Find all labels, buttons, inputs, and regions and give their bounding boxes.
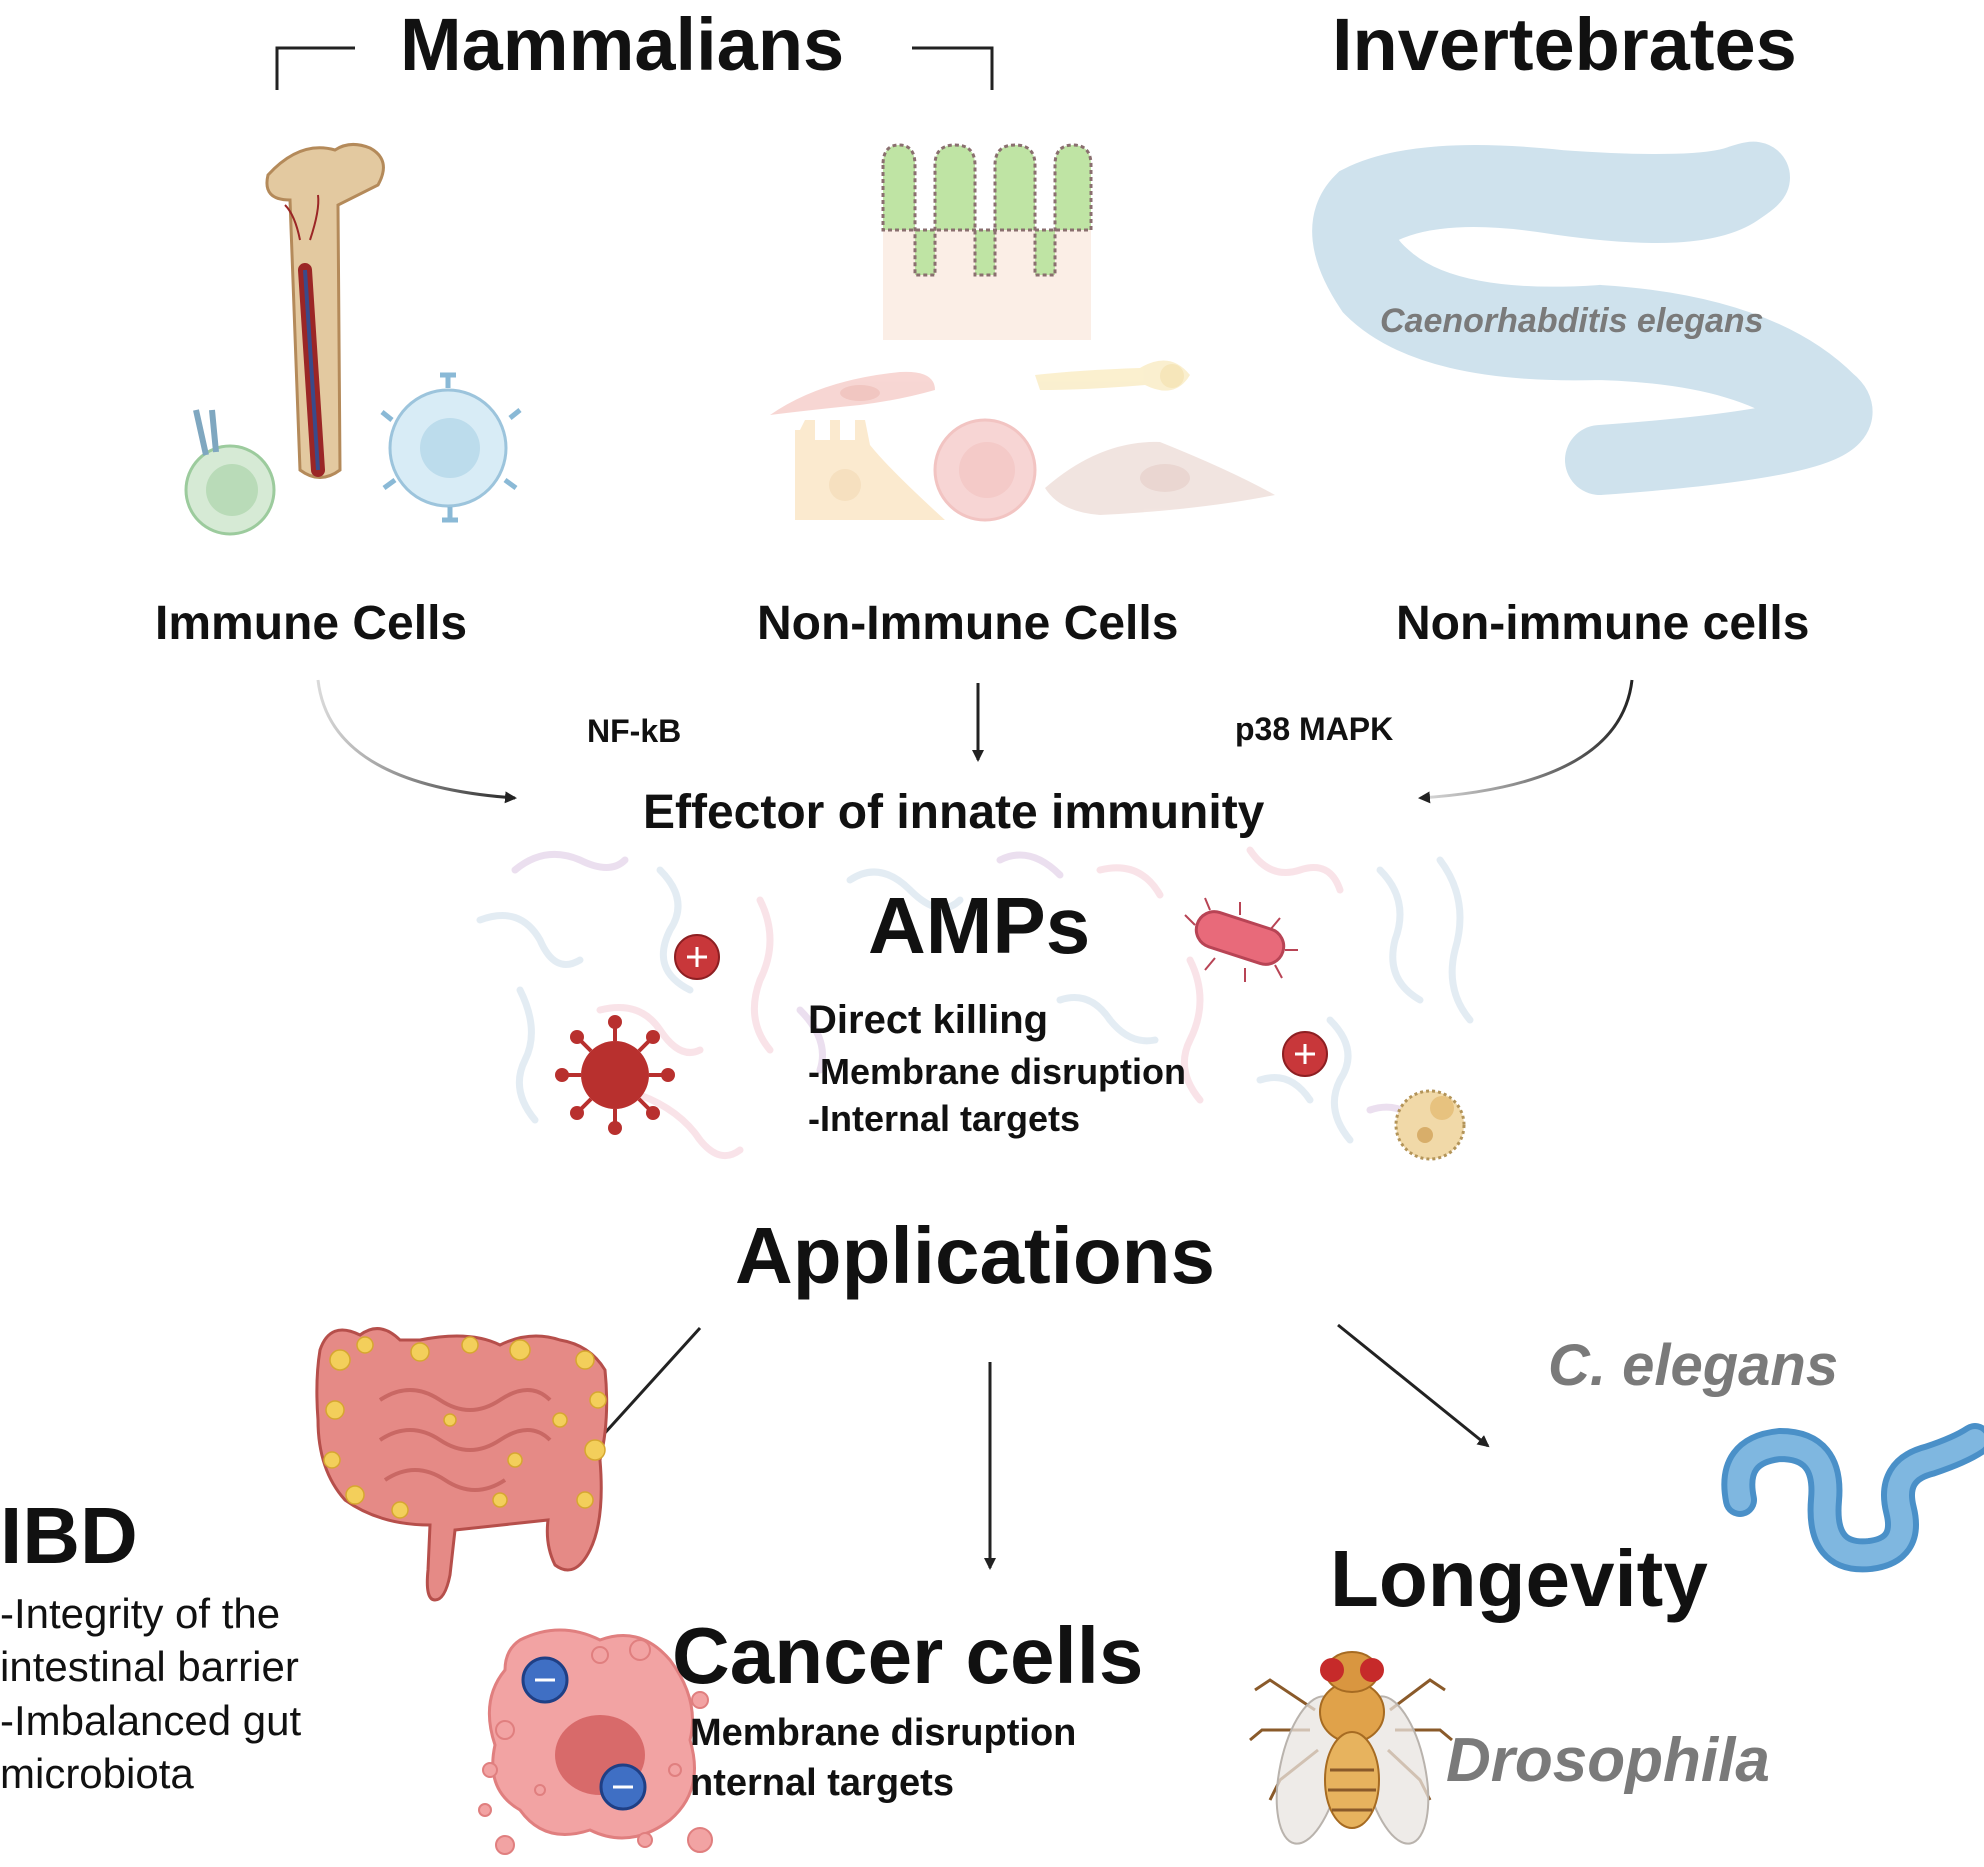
worm-species-label: Caenorhabditis elegans [1380, 302, 1764, 340]
ibd-line-4: microbiota [0, 1750, 194, 1797]
mammalians-heading: Mammalians [400, 3, 845, 86]
applications-title: Applications [735, 1211, 1216, 1300]
cancer-cell-icon [478, 1628, 713, 1855]
drosophila-label: Drosophila [1446, 1726, 1770, 1795]
c-elegans-label: C. elegans [1548, 1333, 1839, 1398]
virus-icon [555, 1015, 675, 1135]
nf-kb-label: NF-kB [587, 713, 682, 749]
c-elegans-icon [1721, 1423, 1984, 1573]
arrow-to-longevity [1337, 1323, 1490, 1448]
longevity-title: Longevity [1330, 1534, 1708, 1623]
internal-targets-label: -Internal targets [808, 1098, 1081, 1139]
c-elegans-large-icon [1312, 141, 1873, 495]
bone-icon [265, 143, 385, 479]
effector-title: Effector of innate immunity [643, 786, 1265, 839]
cancer-internal-label: nternal targets [690, 1762, 954, 1804]
amps-title: AMPs [868, 881, 1091, 970]
membrane-disruption-label: -Membrane disruption [808, 1051, 1187, 1092]
intestinal-villi-icon [881, 143, 1093, 340]
ibd-line-1: -Integrity of the [0, 1590, 281, 1637]
bacterium-icon [1184, 897, 1298, 982]
inflamed-intestine-icon [315, 1327, 609, 1602]
non-immune-cells-icon [770, 360, 1275, 522]
ibd-title: IBD [0, 1491, 138, 1580]
fungus-spore-icon [1394, 1089, 1466, 1161]
arrow-invertebrate-to-effector [1418, 679, 1634, 804]
p38-mapk-label: p38 MAPK [1235, 711, 1394, 747]
ibd-line-2: intestinal barrier [0, 1643, 299, 1690]
invertebrates-heading: Invertebrates [1332, 3, 1797, 86]
non-immune-cells-invertebrate-label: Non-immune cells [1396, 597, 1810, 650]
direct-killing-label: Direct killing [808, 998, 1049, 1042]
cancer-cells-title: Cancer cells [672, 1611, 1144, 1700]
non-immune-cells-label: Non-Immune Cells [757, 597, 1179, 650]
dendritic-cell-icon [380, 372, 522, 523]
amp-peptides-background [476, 846, 1474, 1160]
cancer-membrane-label: Membrane disruption [690, 1712, 1077, 1754]
arrow-immune-to-effector [316, 679, 517, 804]
positive-charge-icon [674, 934, 1328, 1077]
drosophila-icon [1249, 1651, 1453, 1845]
mammalians-bracket [275, 46, 994, 90]
lymphocyte-icon [184, 409, 276, 536]
immune-cells-label: Immune Cells [155, 597, 468, 650]
ibd-line-3: -Imbalanced gut [0, 1697, 302, 1744]
